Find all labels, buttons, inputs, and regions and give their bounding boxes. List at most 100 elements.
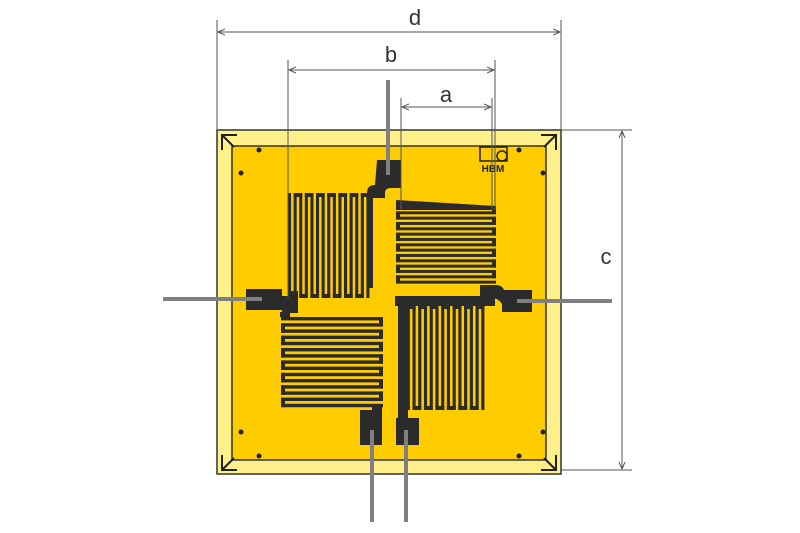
corner-marks xyxy=(221,134,557,471)
grid-line xyxy=(281,354,383,358)
dimension-b: b xyxy=(287,42,496,298)
left-lead xyxy=(246,289,298,313)
grid-line xyxy=(310,193,314,298)
grid-line xyxy=(481,305,485,410)
grid-end-loop xyxy=(492,238,496,247)
grid-line xyxy=(396,222,496,225)
top-lead xyxy=(367,160,401,288)
grid-end-loop xyxy=(379,391,383,402)
grid-end-loop xyxy=(458,406,468,410)
svg-text:a: a xyxy=(440,82,453,107)
grid-end-loop xyxy=(379,354,383,364)
grid-end-loop xyxy=(492,227,496,236)
grid-line xyxy=(281,335,383,340)
grid-end-loop xyxy=(316,193,325,197)
grid-bottom-right xyxy=(401,305,485,410)
grid-line xyxy=(332,193,336,298)
svg-text:c: c xyxy=(601,244,612,269)
grid-line xyxy=(452,305,456,410)
grid-end-loop xyxy=(379,379,383,389)
grid-end-loop xyxy=(332,294,342,298)
grid-line xyxy=(338,193,342,298)
grid-line xyxy=(441,305,445,410)
grid-end-loop xyxy=(299,294,308,298)
grid-line xyxy=(396,259,496,263)
grid-end-loop xyxy=(379,366,383,377)
grid-line xyxy=(396,211,496,215)
grid-bottom-left xyxy=(281,317,383,408)
grid-end-loop xyxy=(281,372,285,383)
grid-end-loop xyxy=(281,323,285,333)
grid-end-loop xyxy=(492,206,496,215)
grid-end-loop xyxy=(338,193,348,197)
grid-line xyxy=(475,305,479,410)
grid-line xyxy=(469,305,473,410)
dimension-d: d xyxy=(216,5,562,130)
grid-end-loop xyxy=(396,232,400,241)
grid-line xyxy=(281,391,383,395)
grid-end-loop xyxy=(396,254,400,263)
grid-end-loop xyxy=(446,406,456,410)
grid-end-loop xyxy=(379,329,383,340)
grid-end-loop xyxy=(310,294,320,298)
grid-line xyxy=(429,305,433,410)
grid-end-loop xyxy=(452,305,462,309)
grid-end-loop xyxy=(321,294,331,298)
alignment-dots xyxy=(238,147,546,459)
grid-end-loop xyxy=(379,341,383,352)
grid-end-loop xyxy=(418,305,428,309)
grid-end-loop xyxy=(281,335,285,346)
wires xyxy=(163,80,612,522)
grid-end-loop xyxy=(492,248,496,257)
grid-end-loop xyxy=(429,305,439,309)
grid-end-loop xyxy=(355,294,364,298)
grid-end-loop xyxy=(406,305,416,309)
grid-end-loop xyxy=(441,305,451,309)
svg-text:d: d xyxy=(409,5,421,30)
grid-line xyxy=(281,366,383,371)
grid-end-loop xyxy=(304,193,314,197)
grid-end-loop xyxy=(464,305,473,309)
grid-end-loop xyxy=(492,216,496,225)
grid-end-loop xyxy=(492,259,496,268)
grid-end-loop xyxy=(281,385,285,395)
grid-line xyxy=(281,323,383,327)
grid-end-loop xyxy=(293,193,303,197)
grid-line xyxy=(464,305,468,410)
grid-line xyxy=(281,341,383,346)
grid-end-loop xyxy=(435,406,445,410)
grid-line xyxy=(288,193,292,298)
grid-line xyxy=(327,193,331,298)
grid-line xyxy=(293,193,297,298)
grid-line xyxy=(281,385,383,389)
hbm-logo: HBM xyxy=(479,146,508,175)
grid-end-loop xyxy=(423,406,433,410)
grid-end-loop xyxy=(281,348,285,358)
grid-line xyxy=(396,275,496,279)
grid-end-loop xyxy=(379,317,383,327)
grid-line xyxy=(321,193,325,298)
dimension-c: c xyxy=(561,129,632,471)
grid-line xyxy=(316,193,320,298)
grid-end-loop xyxy=(396,275,400,284)
grid-line xyxy=(396,280,496,284)
grid-line xyxy=(406,305,410,410)
grid-line xyxy=(304,193,308,298)
grid-end-loop xyxy=(344,294,353,298)
grid-end-loop xyxy=(281,397,285,408)
grid-line xyxy=(281,379,383,383)
grid-end-loop xyxy=(475,305,485,309)
grid-line xyxy=(435,305,439,410)
grid-line xyxy=(299,193,303,298)
grid-line xyxy=(396,232,496,236)
grid-line xyxy=(281,317,383,321)
grid-line xyxy=(396,238,496,241)
grid-end-loop xyxy=(360,193,370,197)
grid-line xyxy=(281,372,383,377)
grid-line xyxy=(412,305,416,410)
grid-line xyxy=(344,193,348,298)
grid-line xyxy=(396,248,496,252)
grid-end-loop xyxy=(327,193,336,197)
grid-line xyxy=(396,227,496,231)
